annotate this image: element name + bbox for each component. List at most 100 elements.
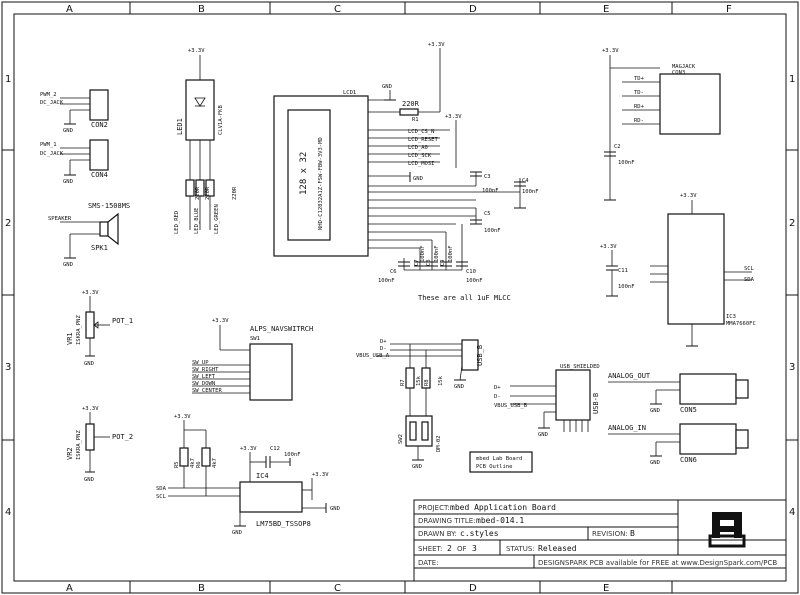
drawn-by-value: c.styles xyxy=(460,529,499,538)
status-label: STATUS: xyxy=(506,545,535,553)
led1-r-green: 220R xyxy=(232,186,238,200)
r1-value: 220R xyxy=(402,100,420,108)
c9-ref: C9 xyxy=(440,259,446,266)
led1-r-red: 220R xyxy=(195,186,201,200)
cap-c4: C4 100nF xyxy=(514,178,539,209)
ic4-sda: SDA xyxy=(156,486,167,492)
c10-value: 100nF xyxy=(466,278,483,284)
con2-pin-pwm2: PWM_2 xyxy=(40,92,57,98)
status-value: Released xyxy=(538,544,577,553)
magjack-td-minus: TD- xyxy=(634,90,644,96)
con4-ref: CON4 xyxy=(91,171,108,179)
ic4-ref: IC4 xyxy=(256,472,269,480)
c5-value: 100nF xyxy=(484,228,501,234)
con4-connector: PWM_1 DC_JACK GND CON4 xyxy=(40,139,109,185)
c11-ref: C11 xyxy=(618,268,628,274)
row-label-4: 4 xyxy=(5,507,11,518)
lcd-part: NHD-C12832A1Z-FSW-FBW-3V3-MD xyxy=(318,137,324,230)
r5-value: 4k7 xyxy=(190,458,196,468)
led1-part: CLV1A-FKB xyxy=(218,105,224,135)
vr1-net: POT_1 xyxy=(112,317,133,325)
ic4-supply-right: +3.3V xyxy=(312,472,329,478)
cap-c3: C3 100nF xyxy=(470,171,499,194)
designspark-logo xyxy=(708,512,746,548)
usb-b2-dplus: D+ xyxy=(494,385,501,391)
sheet-number: 2 xyxy=(447,544,452,553)
inner-frame xyxy=(13,13,787,582)
col-label-d-bottom: D xyxy=(469,583,477,594)
c7-ref: C7 xyxy=(414,259,420,266)
r1-supply: +3.3V xyxy=(428,42,445,48)
usb-b2-label: USB-B xyxy=(592,393,600,414)
speaker: SMS-1508MS SPEAKER GND SPK1 xyxy=(48,202,130,268)
led1-supply: +3.3V xyxy=(188,48,205,54)
analog-out-gnd: GND xyxy=(650,408,660,414)
ic4-gnd-right: GND xyxy=(330,506,340,512)
magjack-ref: CON3 xyxy=(672,70,685,76)
lcd-supply: +3.3V xyxy=(445,114,462,120)
lcd-pin-sck: LCD_SCK xyxy=(408,153,432,159)
col-label-b-bottom: B xyxy=(198,583,205,594)
usb-b-label: USB_B xyxy=(476,345,484,366)
analog-out-ref: CON5 xyxy=(680,406,697,414)
con2-pin-dcjack: DC_JACK xyxy=(40,100,64,106)
speaker-gnd: GND xyxy=(63,262,73,268)
col-label-d: D xyxy=(469,4,477,15)
lcd-resolution: 128 x 32 xyxy=(299,152,309,195)
sw1-pin-right: SW_RIGHT xyxy=(192,367,219,373)
ic4-resistor-supply: +3.3V xyxy=(174,414,191,420)
row-label-4-right: 4 xyxy=(789,507,795,518)
row-label-3-right: 3 xyxy=(789,362,795,373)
c12-value: 100nF xyxy=(284,452,301,458)
analog-in-net: ANALOG_IN xyxy=(608,424,646,432)
ic4-supply: +3.3V xyxy=(240,446,257,452)
lcd-gnd-mid: GND xyxy=(413,176,423,182)
board-note-line1: mbed Lab Board xyxy=(476,456,522,462)
ic3-ref: IC3 xyxy=(726,314,736,320)
col-label-e: E xyxy=(603,4,609,15)
vr2-gnd: GND xyxy=(84,477,94,483)
sw2-part: DM-02 xyxy=(436,435,442,452)
sw1-nav-switch: +3.3V ALPS_NAVSWITRCH SW1 SW_UP SW_RIGHT… xyxy=(192,318,313,401)
speaker-pin: SPEAKER xyxy=(48,216,72,222)
vr2-ref: VR2 xyxy=(66,447,74,460)
led1-net-red: LED_RED xyxy=(174,211,180,234)
usb-b2-vbus: VBUS_USB_B xyxy=(494,403,528,409)
r1-ref: R1 xyxy=(412,117,419,123)
drawing-title-value: mbed-014.1 xyxy=(476,516,524,525)
sw1-pin-center: SW_CENTER xyxy=(192,388,222,394)
row-label-1-right: 1 xyxy=(789,74,795,85)
ic4-temp-sensor: +3.3V R5 4k7 R6 4k7 SDA SCL IC4 LM75BD_T… xyxy=(156,414,340,536)
con2-connector: PWM_2 DC_JACK GND CON2 xyxy=(40,89,109,134)
usb-b-device: USB_SHIELDED USB-B D+ D- VBUS_USB_B GND xyxy=(494,364,600,438)
usb-b-vbus: VBUS_USB_A xyxy=(356,353,390,359)
magjack-part: MAGJACK xyxy=(672,64,696,70)
c10-ref: C10 xyxy=(466,269,476,275)
col-label-b: B xyxy=(198,4,205,15)
sw1-ref: SW1 xyxy=(250,336,260,342)
usb-b-gnd: GND xyxy=(454,384,464,390)
analog-in-gnd: GND xyxy=(650,460,660,466)
r8-value: 15k xyxy=(438,375,444,386)
footer-note: DESIGNSPARK PCB available for FREE at ww… xyxy=(538,559,777,567)
lcd-pin-cs: LCD_CS_N xyxy=(408,129,435,135)
board-note: mbed Lab Board PCB Outline xyxy=(469,451,533,473)
c8-ref: C8 xyxy=(426,259,432,266)
lcd-pin-mosi: LCD_MOSI xyxy=(408,161,435,167)
r7-ref: R7 xyxy=(400,379,406,386)
analog-in-connector: ANALOG_IN CON6 GND xyxy=(608,423,749,466)
lcd-pin-a0: LCD_A0 xyxy=(408,145,428,151)
project-value: mbed Application Board xyxy=(450,503,556,512)
row-label-2: 2 xyxy=(5,218,11,229)
analog-out-connector: ANALOG_OUT CON5 GND xyxy=(608,372,749,414)
vr1-part: ISKRA_PNZ xyxy=(76,315,82,345)
col-label-c: C xyxy=(334,4,341,15)
vr2-part: ISKRA_PNZ xyxy=(76,430,82,460)
usb-b2-gnd: GND xyxy=(538,432,548,438)
vr1-potentiometer: +3.3V POT_1 GND VR1 ISKRA_PNZ xyxy=(66,290,133,367)
usb-b-dplus: D+ xyxy=(380,339,387,345)
col-label-f: F xyxy=(726,4,732,15)
